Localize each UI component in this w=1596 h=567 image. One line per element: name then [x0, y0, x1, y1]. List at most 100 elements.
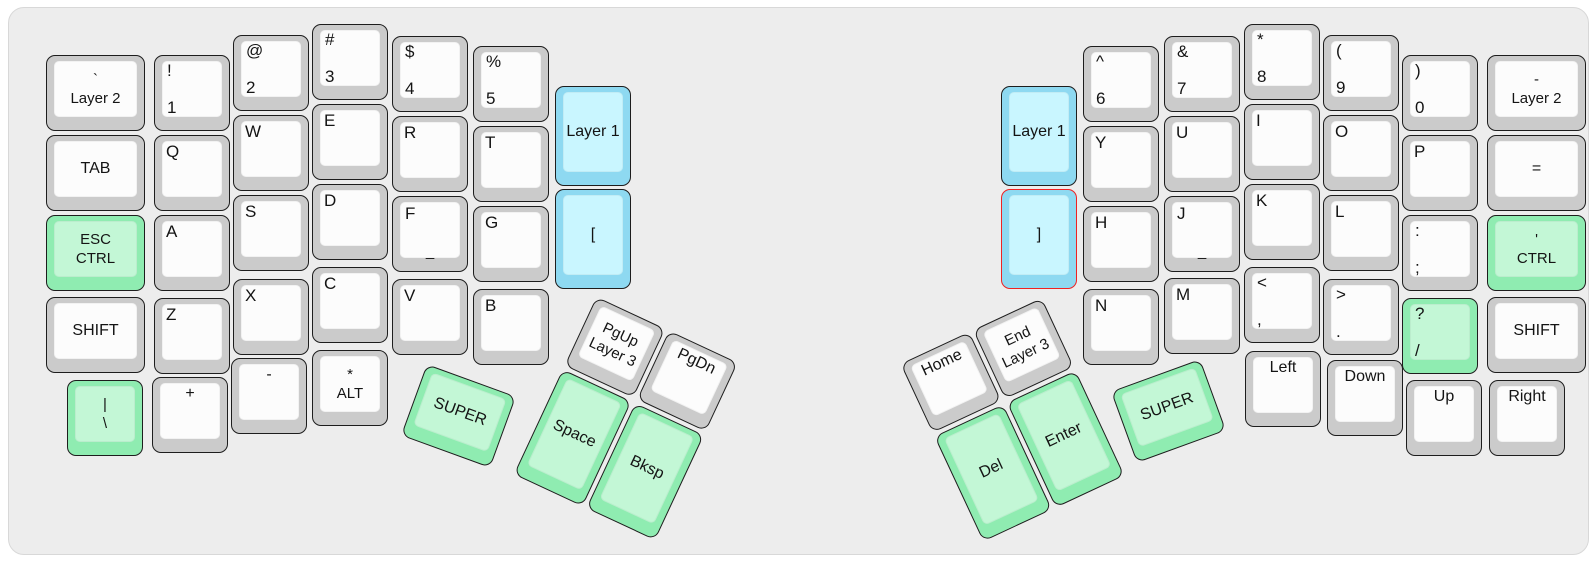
key-f[interactable]: F_: [392, 196, 468, 272]
keycap-top: SHIFT: [1495, 303, 1578, 359]
key-sublabel: Layer 2: [70, 90, 121, 107]
key-minus[interactable]: -: [231, 358, 307, 434]
key-u[interactable]: U: [1164, 116, 1240, 192]
key-o[interactable]: O: [1323, 115, 1399, 191]
key-label: K: [1256, 191, 1268, 210]
key-w[interactable]: W: [233, 115, 309, 191]
key-down-arrow[interactable]: Down: [1327, 360, 1403, 436]
key-dollar-4[interactable]: $4: [392, 36, 468, 112]
key-tab[interactable]: TAB: [46, 135, 145, 211]
keycap-top: ^6: [1091, 52, 1151, 108]
key-layer1-right[interactable]: Layer 1: [1001, 86, 1077, 186]
key-shift-right[interactable]: SHIFT: [1487, 297, 1586, 373]
key-equals[interactable]: =: [1487, 135, 1586, 211]
keycap-top: %5: [481, 52, 541, 108]
key-m[interactable]: M: [1164, 278, 1240, 354]
keycap-top: B: [481, 295, 541, 351]
key-sublabel: CTRL: [75, 250, 116, 267]
key-asterisk-alt[interactable]: *ALT: [312, 350, 388, 426]
key-exclam-1[interactable]: !1: [154, 55, 230, 131]
key-caret-6[interactable]: ^6: [1083, 46, 1159, 122]
keycap-top: #3: [320, 30, 380, 86]
key-label: O: [1335, 122, 1349, 141]
key-h[interactable]: H: [1083, 206, 1159, 282]
key-e[interactable]: E: [312, 104, 388, 180]
key-pipe-backslash[interactable]: |\: [67, 380, 143, 456]
key-c[interactable]: C: [312, 267, 388, 343]
keycap-top: Q: [162, 141, 222, 197]
key-n[interactable]: N: [1083, 289, 1159, 365]
key-sublabel: 9: [1336, 78, 1346, 98]
key-percent-5[interactable]: %5: [473, 46, 549, 122]
key-at-2[interactable]: @2: [233, 35, 309, 111]
key-v[interactable]: V: [392, 279, 468, 355]
key-x[interactable]: X: [233, 279, 309, 355]
key-rparen-0[interactable]: )0: [1402, 55, 1478, 131]
key-j[interactable]: J_: [1164, 196, 1240, 272]
key-i[interactable]: I: [1244, 104, 1320, 180]
key-d[interactable]: D: [312, 184, 388, 260]
keycap-top: SUPER: [413, 372, 507, 453]
keycap-top: Down: [1335, 366, 1395, 422]
key-question-slash[interactable]: ?/: [1402, 298, 1478, 374]
key-r[interactable]: R: [392, 116, 468, 192]
key-label: ?: [1415, 304, 1425, 323]
key-label: SHIFT: [1513, 322, 1560, 339]
key-less-comma[interactable]: <,: [1244, 267, 1320, 343]
key-hash-3[interactable]: #3: [312, 24, 388, 100]
keycap-top: C: [320, 273, 380, 329]
key-a[interactable]: A: [154, 215, 230, 291]
key-p[interactable]: P: [1402, 135, 1478, 211]
key-minus-layer2[interactable]: -Layer 2: [1487, 55, 1586, 131]
key-shift-left[interactable]: SHIFT: [46, 297, 145, 373]
key-label: C: [324, 274, 337, 293]
key-g[interactable]: G: [473, 206, 549, 282]
key-sublabel: CTRL: [1516, 250, 1557, 267]
key-q[interactable]: Q: [154, 135, 230, 211]
key-plus[interactable]: +: [152, 377, 228, 453]
keycap-top: PgDn: [650, 339, 729, 416]
key-label: SUPER: [431, 394, 489, 430]
key-sublabel: _: [1197, 243, 1207, 260]
key-label: [: [590, 226, 596, 243]
key-greater-period[interactable]: >.: [1323, 279, 1399, 355]
key-super-right[interactable]: SUPER: [1110, 359, 1227, 463]
key-label: D: [324, 191, 337, 210]
key-rbracket[interactable]: ]: [1001, 189, 1077, 289]
key-lbracket[interactable]: [: [555, 189, 631, 289]
key-k[interactable]: K: [1244, 184, 1320, 260]
key-quote-ctrl[interactable]: 'CTRL: [1487, 215, 1586, 291]
key-sublabel: ,: [1257, 310, 1262, 330]
key-s[interactable]: S: [233, 195, 309, 271]
keycap-top: K: [1252, 190, 1312, 246]
key-z[interactable]: Z: [154, 298, 230, 374]
key-sublabel: Layer 2: [1511, 90, 1562, 107]
key-l[interactable]: L: [1323, 195, 1399, 271]
key-super-left[interactable]: SUPER: [400, 364, 517, 468]
key-left-arrow[interactable]: Left: [1245, 351, 1321, 427]
key-label: @: [246, 41, 264, 60]
key-label: TAB: [80, 160, 111, 177]
key-right-arrow[interactable]: Right: [1489, 380, 1565, 456]
key-label: X: [245, 286, 257, 305]
keycap-top: P: [1410, 141, 1470, 197]
key-label: :: [1415, 221, 1420, 240]
key-layer1-left[interactable]: Layer 1: [555, 86, 631, 186]
keycap-top: -: [239, 364, 299, 420]
keycap-top: I: [1252, 110, 1312, 166]
keycap-top: *8: [1252, 30, 1312, 86]
key-label: Z: [166, 305, 177, 324]
key-grave-layer2[interactable]: `Layer 2: [46, 55, 145, 131]
key-up-arrow[interactable]: Up: [1406, 380, 1482, 456]
key-label: *: [1257, 30, 1264, 49]
key-amp-7[interactable]: &7: [1164, 36, 1240, 112]
key-y[interactable]: Y: [1083, 126, 1159, 202]
key-lparen-9[interactable]: (9: [1323, 35, 1399, 111]
key-b[interactable]: B: [473, 289, 549, 365]
key-label: |: [103, 396, 107, 413]
keycap-top: :;: [1410, 221, 1470, 277]
key-asterisk-8[interactable]: *8: [1244, 24, 1320, 100]
key-colon-semicolon[interactable]: :;: [1402, 215, 1478, 291]
key-t[interactable]: T: [473, 126, 549, 202]
